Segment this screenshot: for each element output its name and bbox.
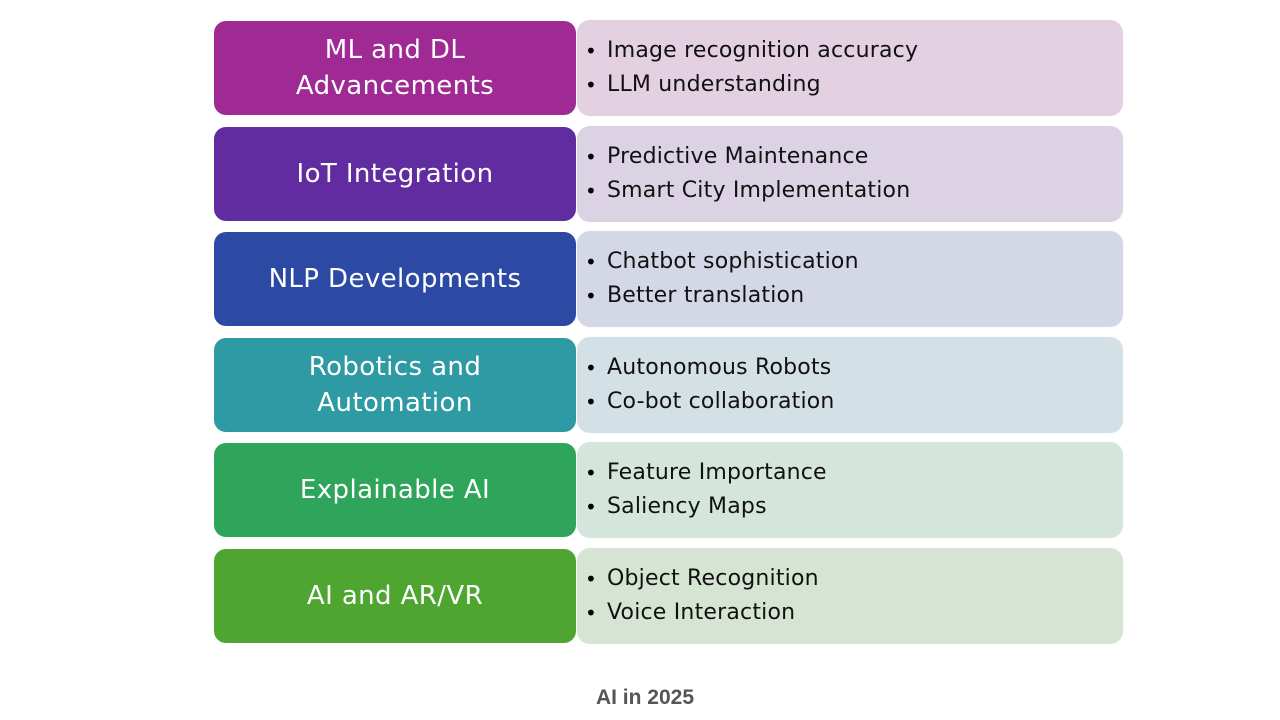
row-ar-vr: AI and AR/VR • Object Recognition • Voic… [214,546,1124,645]
item-text: Saliency Maps [607,494,767,520]
list-item: • Better translation [585,279,1123,313]
detail-box: • Autonomous Robots • Co-bot collaborati… [576,335,1124,434]
list-item: • Co-bot collaboration [585,385,1123,419]
label-box: IoT Integration [214,126,576,221]
list-item: • Chatbot sophistication [585,245,1123,279]
detail-box: • Chatbot sophistication • Better transl… [576,230,1124,329]
row-explainable-ai: Explainable AI • Feature Importance • Sa… [214,441,1124,540]
label-text: Explainable AI [299,475,491,506]
item-text: Co-bot collaboration [607,388,835,414]
list-item: • Saliency Maps [585,490,1123,524]
item-text: Feature Importance [607,460,827,486]
label-box: Explainable AI [214,443,576,538]
bullet-icon: • [585,284,597,309]
item-text: Image recognition accuracy [607,38,919,63]
label-text: NLP Developments [268,264,522,295]
detail-box: • Feature Importance • Saliency Maps [576,441,1124,540]
label-box: AI and AR/VR [214,548,576,643]
bullet-icon: • [585,39,597,63]
item-text: Smart City Implementation [607,177,911,203]
detail-box: • Predictive Maintenance • Smart City Im… [576,124,1124,223]
label-box: NLP Developments [214,232,576,327]
bullet-icon: • [585,566,597,591]
item-text: LLM understanding [607,72,821,97]
bullet-icon: • [585,178,597,203]
list-item: • LLM understanding [585,68,1123,102]
bullet-icon: • [585,389,597,414]
item-text: Chatbot sophistication [607,249,859,275]
list-item: • Feature Importance [585,456,1123,490]
item-text: Object Recognition [607,565,819,591]
list-item: • Voice Interaction [585,596,1123,630]
item-text: Voice Interaction [607,599,796,625]
bullet-icon: • [585,144,597,169]
list-item: • Image recognition accuracy [585,34,1123,68]
list-item: • Smart City Implementation [585,174,1123,208]
label-text: ML and DL Advancements [295,35,495,101]
row-robotics: Robotics and Automation • Autonomous Rob… [214,335,1124,434]
row-ml-dl: ML and DL Advancements • Image recogniti… [214,19,1124,117]
list-item: • Predictive Maintenance [585,140,1123,174]
detail-box: • Image recognition accuracy • LLM under… [576,19,1124,117]
row-nlp: NLP Developments • Chatbot sophisticatio… [214,230,1124,329]
detail-box: • Object Recognition • Voice Interaction [576,546,1124,645]
bullet-icon: • [585,495,597,520]
bullet-icon: • [585,600,597,625]
label-text: AI and AR/VR [306,580,484,611]
label-text: Robotics and Automation [308,351,482,418]
bullet-icon: • [585,355,597,380]
list-item: • Object Recognition [585,562,1123,596]
row-iot: IoT Integration • Predictive Maintenance… [214,124,1124,223]
caption: AI in 2025 [595,686,695,709]
label-box: Robotics and Automation [214,337,576,432]
item-text: Predictive Maintenance [607,143,869,169]
diagram-rows: ML and DL Advancements • Image recogniti… [214,19,1124,653]
label-text: IoT Integration [296,158,494,189]
item-text: Better translation [607,283,805,309]
list-item: • Autonomous Robots [585,351,1123,385]
item-text: Autonomous Robots [607,354,832,380]
label-box: ML and DL Advancements [214,21,576,115]
bullet-icon: • [585,461,597,486]
bullet-icon: • [585,250,597,275]
bullet-icon: • [585,73,597,97]
